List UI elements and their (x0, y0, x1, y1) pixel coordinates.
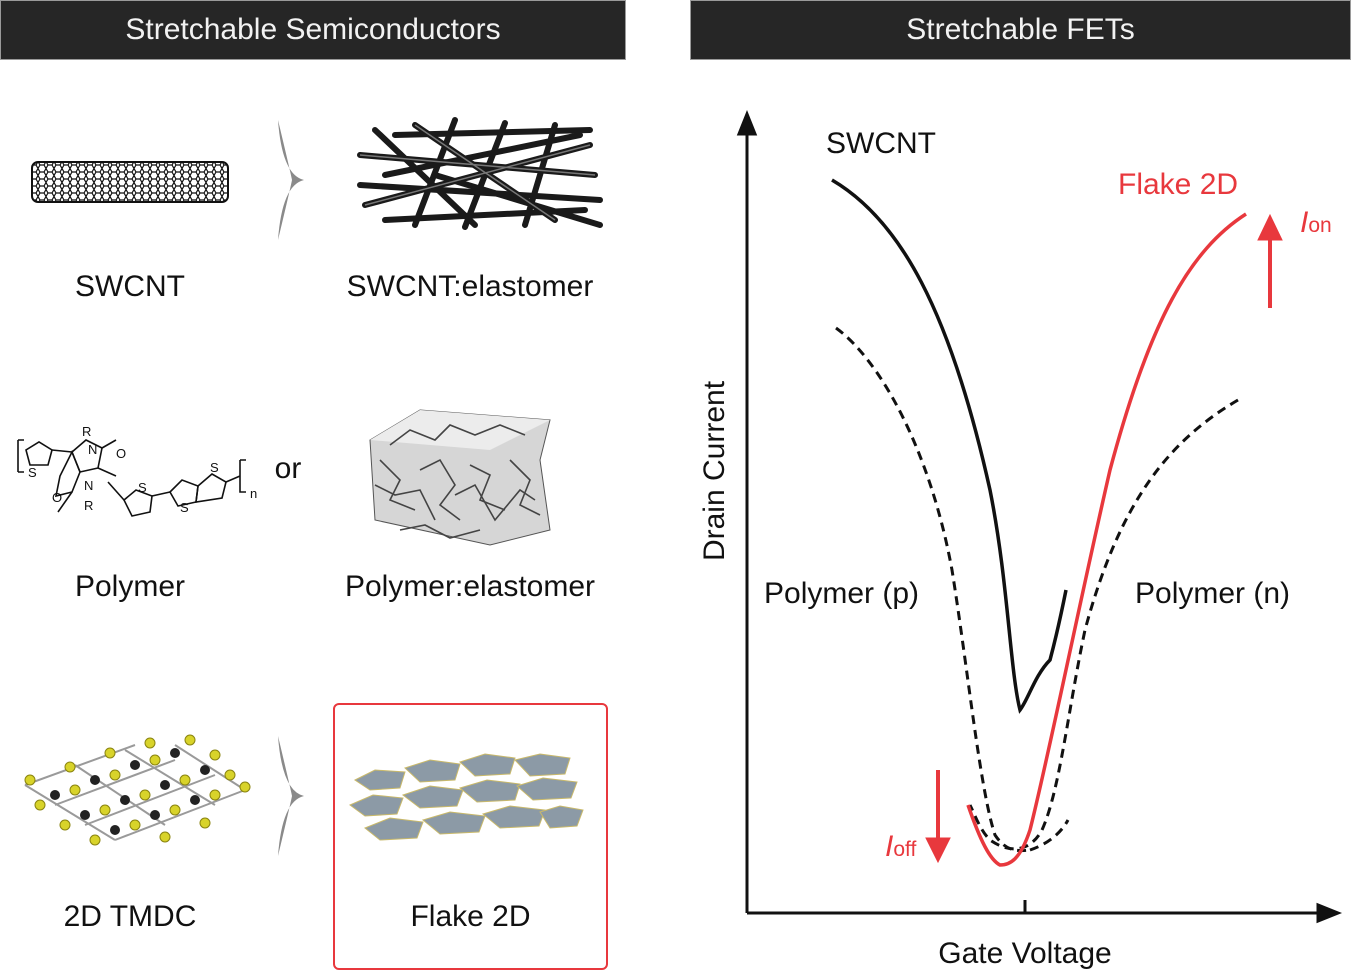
swcnt-curve (831, 178, 1068, 714)
tmdc-label: 2D TMDC (63, 900, 197, 933)
chem-s2: S (138, 480, 147, 495)
x-axis-arrow-icon (1316, 902, 1343, 924)
left-header-title: Stretchable Semiconductors (125, 13, 501, 46)
chem-n-bottom: N (84, 478, 93, 493)
swcnt-elastomer-label: SWCNT:elastomer (346, 270, 594, 303)
plot-axes (736, 109, 1343, 924)
y-axis-arrow-icon (736, 109, 758, 136)
right-header-title: Stretchable FETs (906, 13, 1135, 46)
tmdc-lattice-illustration (24, 734, 251, 846)
x-axis-label: Gate Voltage (938, 937, 1112, 970)
polymer-structure-illustration: S R N O O N R S S S n (17, 424, 257, 517)
polymer-n-curve (968, 398, 1239, 851)
flake-2d-curve-label: Flake 2D (1118, 168, 1239, 201)
chem-s3: S (180, 500, 189, 515)
ion-arrow (1257, 213, 1283, 308)
fet-transfer-plot (736, 109, 1343, 924)
polymer-p-curve-label: Polymer (p) (764, 577, 920, 610)
ion-label-main: I (1300, 206, 1309, 239)
chem-o-top: O (116, 446, 126, 461)
swcnt-curve-label: SWCNT (826, 127, 936, 160)
flake-2d-curve (966, 212, 1247, 867)
ion-label: Ion (1300, 206, 1332, 240)
svg-text:S: S (28, 465, 37, 480)
chem-s4: S (210, 460, 219, 475)
or-label: or (274, 452, 302, 485)
ion-label-sub: on (1308, 214, 1332, 237)
chem-sub-n: n (250, 486, 257, 501)
left-header: Stretchable Semiconductors (0, 0, 626, 60)
ioff-arrow-head-icon (925, 837, 951, 864)
chem-o-bottom: O (52, 490, 62, 505)
chem-r-top: R (82, 424, 91, 439)
swcnt-tube-illustration (31, 161, 229, 203)
ion-arrow-head-icon (1257, 213, 1283, 241)
ioff-label-sub: off (893, 838, 917, 861)
ioff-arrow (925, 770, 951, 864)
arrow-right-icon-2 (278, 736, 304, 856)
ioff-label: Ioff (885, 830, 916, 864)
polymer-label: Polymer (74, 570, 186, 603)
swcnt-label: SWCNT (75, 270, 185, 303)
polymer-p-curve (835, 326, 1031, 853)
polymer-n-curve-label: Polymer (n) (1135, 577, 1291, 610)
chem-n-top: N (88, 442, 97, 457)
flake-2d-illustration (349, 753, 584, 841)
right-header: Stretchable FETs (690, 0, 1351, 60)
polymer-n-tail-curve (1029, 819, 1070, 852)
swcnt-network-illustration (357, 117, 603, 230)
flake-2d-label: Flake 2D (410, 900, 531, 933)
y-axis-label: Drain Current (698, 380, 731, 562)
flake-2d-highlight-frame (333, 703, 608, 970)
arrow-right-icon (278, 120, 304, 240)
ioff-label-main: I (885, 830, 894, 863)
polymer-elastomer-label: Polymer:elastomer (344, 570, 596, 603)
chem-r-bottom: R (84, 498, 93, 513)
polymer-network-illustration (369, 409, 551, 546)
